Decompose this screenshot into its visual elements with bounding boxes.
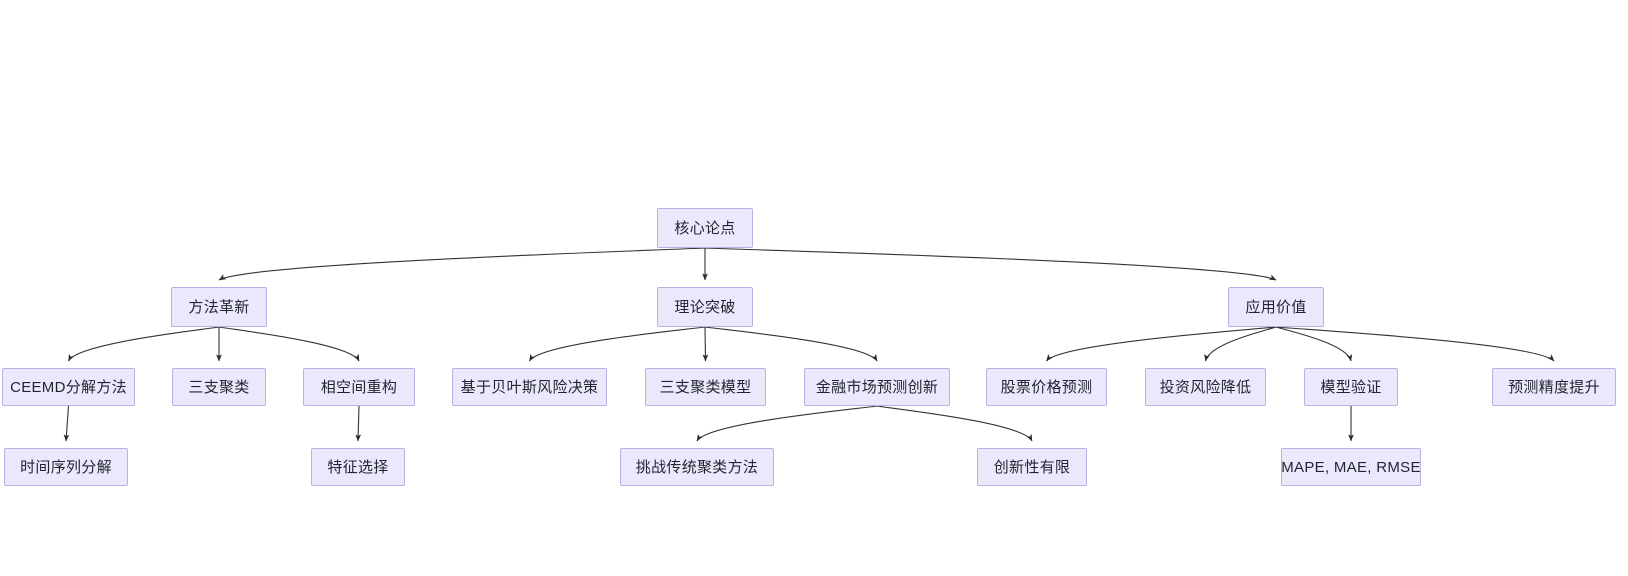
- node-phase-space[interactable]: 相空间重构: [303, 368, 415, 406]
- node-label: 应用价值: [1245, 298, 1307, 316]
- node-label: 基于贝叶斯风险决策: [460, 378, 599, 396]
- node-label: 投资风险降低: [1159, 378, 1252, 396]
- node-label: 三支聚类模型: [659, 378, 752, 396]
- node-label: 三支聚类: [188, 378, 250, 396]
- node-label: MAPE, MAE, RMSE: [1281, 458, 1421, 476]
- node-method[interactable]: 方法革新: [171, 287, 267, 327]
- node-label: 时间序列分解: [20, 458, 112, 476]
- node-label: 核心论点: [674, 219, 736, 237]
- node-ts-decompose[interactable]: 时间序列分解: [4, 448, 128, 486]
- node-risk-reduce[interactable]: 投资风险降低: [1145, 368, 1266, 406]
- node-label: 股票价格预测: [1000, 378, 1093, 396]
- node-model-verify[interactable]: 模型验证: [1304, 368, 1398, 406]
- node-label: 挑战传统聚类方法: [635, 458, 759, 476]
- node-fin-forecast[interactable]: 金融市场预测创新: [804, 368, 950, 406]
- node-cluster-model[interactable]: 三支聚类模型: [645, 368, 766, 406]
- node-metrics[interactable]: MAPE, MAE, RMSE: [1281, 448, 1421, 486]
- node-label: 模型验证: [1320, 378, 1382, 396]
- node-label: 相空间重构: [320, 378, 398, 396]
- node-label: 金融市场预测创新: [815, 378, 939, 396]
- node-feature-sel[interactable]: 特征选择: [311, 448, 405, 486]
- node-ceemd[interactable]: CEEMD分解方法: [2, 368, 135, 406]
- node-challenge[interactable]: 挑战传统聚类方法: [620, 448, 774, 486]
- node-root[interactable]: 核心论点: [657, 208, 753, 248]
- node-application[interactable]: 应用价值: [1228, 287, 1324, 327]
- node-label: 创新性有限: [993, 458, 1071, 476]
- node-theory[interactable]: 理论突破: [657, 287, 753, 327]
- node-label: 理论突破: [674, 298, 736, 316]
- node-label: 预测精度提升: [1508, 378, 1600, 396]
- node-label: 特征选择: [327, 458, 389, 476]
- node-bayes-risk[interactable]: 基于贝叶斯风险决策: [452, 368, 607, 406]
- node-label: CEEMD分解方法: [10, 378, 127, 396]
- node-label: 方法革新: [188, 298, 250, 316]
- node-three-cluster[interactable]: 三支聚类: [172, 368, 266, 406]
- node-stock-price[interactable]: 股票价格预测: [986, 368, 1107, 406]
- node-accuracy-up[interactable]: 预测精度提升: [1492, 368, 1616, 406]
- node-limited-novel[interactable]: 创新性有限: [977, 448, 1087, 486]
